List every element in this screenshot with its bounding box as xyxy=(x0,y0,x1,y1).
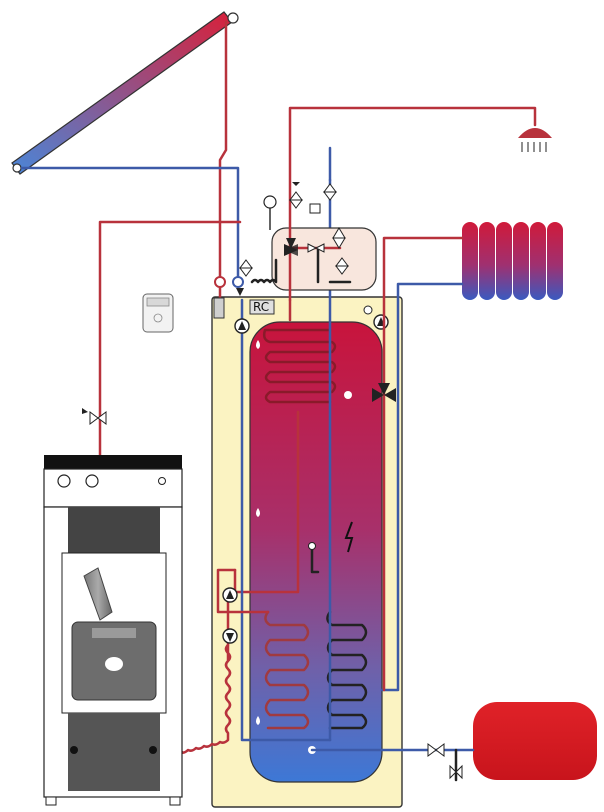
station-pipe-dark xyxy=(316,246,352,284)
expansion-vessel xyxy=(473,702,597,780)
valve-icon xyxy=(332,227,346,249)
left-return-pipe xyxy=(240,298,332,742)
pump-icon xyxy=(234,318,250,334)
boiler-supply-pipe xyxy=(98,220,242,457)
valve-icon xyxy=(307,243,325,253)
safety-valve-icon xyxy=(289,182,303,209)
pump-icon xyxy=(222,587,238,603)
shower-head-icon xyxy=(518,128,552,152)
valve-icon xyxy=(323,183,337,201)
radiator-flow-pipe xyxy=(382,236,464,397)
valve-actuator-box xyxy=(309,203,321,214)
station-flexible-pipe xyxy=(250,258,278,284)
coil-connection-hot xyxy=(216,568,270,614)
pressure-gauge-icon xyxy=(263,195,277,209)
safety-valve-icon xyxy=(239,259,253,277)
droplet-icon xyxy=(256,340,260,349)
top-heat-exchanger-coil xyxy=(262,328,337,404)
valve-icon xyxy=(335,257,349,275)
expansion-sensor-box xyxy=(213,297,225,319)
upper-temperature-sensor xyxy=(344,391,352,399)
solar-flow-pipe xyxy=(218,20,228,284)
internal-pipe-hot xyxy=(233,410,300,594)
rc-controller-box: RC xyxy=(249,299,275,315)
flow-arrow-icon xyxy=(236,288,244,296)
boiler-flexible-pipe xyxy=(178,643,232,754)
outdoor-sensor-icon xyxy=(363,305,373,315)
rc-label: RC xyxy=(253,300,269,314)
pump-icon xyxy=(373,314,389,330)
bottom-heat-exchanger-coil-left xyxy=(264,610,310,730)
droplet-icon xyxy=(256,508,260,517)
solar-collector xyxy=(11,11,239,175)
radiator-return-pipe xyxy=(380,282,464,692)
three-way-valve-icon xyxy=(284,238,298,256)
tank-sensor xyxy=(308,542,316,550)
drain-valve-icon xyxy=(449,764,463,780)
station-hot-pipe xyxy=(288,106,537,302)
room-thermostat xyxy=(142,293,174,333)
connection-ring xyxy=(214,276,226,288)
radiator xyxy=(462,222,563,300)
electric-heating-icon xyxy=(344,521,354,553)
solar-return-pipe xyxy=(20,166,240,284)
boiler-safety-valve-icon xyxy=(82,408,107,425)
mixing-station xyxy=(271,227,377,291)
pump-icon xyxy=(222,628,238,644)
electric-heater-rod xyxy=(310,546,320,574)
valve-icon xyxy=(427,743,445,757)
storage-tank xyxy=(249,321,383,783)
connection-ring xyxy=(232,276,244,288)
radiator-mixing-valve-icon xyxy=(372,383,396,402)
pellet-burner xyxy=(71,567,157,701)
droplet-icon xyxy=(256,716,260,725)
